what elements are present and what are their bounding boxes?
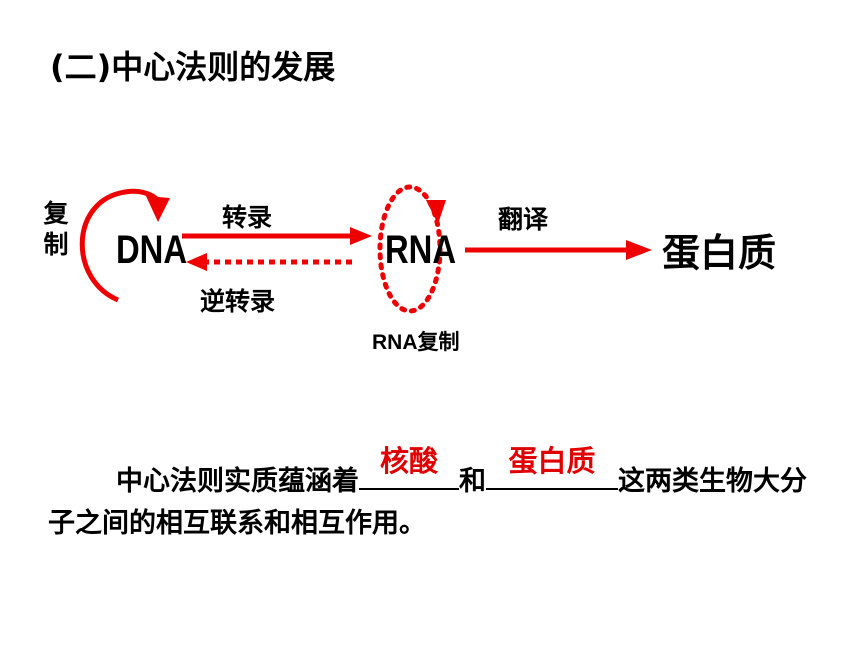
answer-1: 核酸 — [379, 444, 438, 478]
protein-node: 蛋白质 — [662, 231, 777, 275]
translation-label: 翻译 — [498, 205, 549, 234]
transcription-label: 转录 — [222, 203, 273, 232]
translation-arrowhead — [626, 240, 652, 260]
dna-replication-label: 复制 — [40, 200, 69, 262]
answer-2: 蛋白质 — [508, 444, 596, 478]
transcription-arrowhead — [350, 227, 372, 245]
rna-replication-arrowhead — [426, 200, 446, 224]
rna-replication-label: RNA复制 — [372, 331, 460, 354]
answer-blank-2: 蛋白质 — [486, 444, 618, 490]
summary-paragraph: 中心法则实质蕴涵着核酸和蛋白质这两类生物大分子之间的相互联系和相互作用。 — [48, 444, 808, 545]
page-title: (二)中心法则的发展 — [50, 48, 336, 86]
paragraph-text-2: 和 — [459, 466, 486, 497]
paragraph-text-1: 中心法则实质蕴涵着 — [116, 466, 359, 497]
dna-replication-arrow — [79, 188, 163, 303]
dna-replication-arrowhead — [146, 196, 170, 222]
dna-node: DNA — [116, 228, 188, 272]
answer-blank-1: 核酸 — [359, 444, 459, 490]
reverse-transcription-label: 逆转录 — [200, 287, 276, 316]
rna-replication-loop — [377, 184, 443, 314]
reverse-transcription-arrowhead — [186, 253, 207, 271]
rna-node: RNA — [385, 228, 457, 272]
paragraph-text-3: 这两类生物大分子之间的相互联系和相互作用。 — [48, 466, 807, 539]
